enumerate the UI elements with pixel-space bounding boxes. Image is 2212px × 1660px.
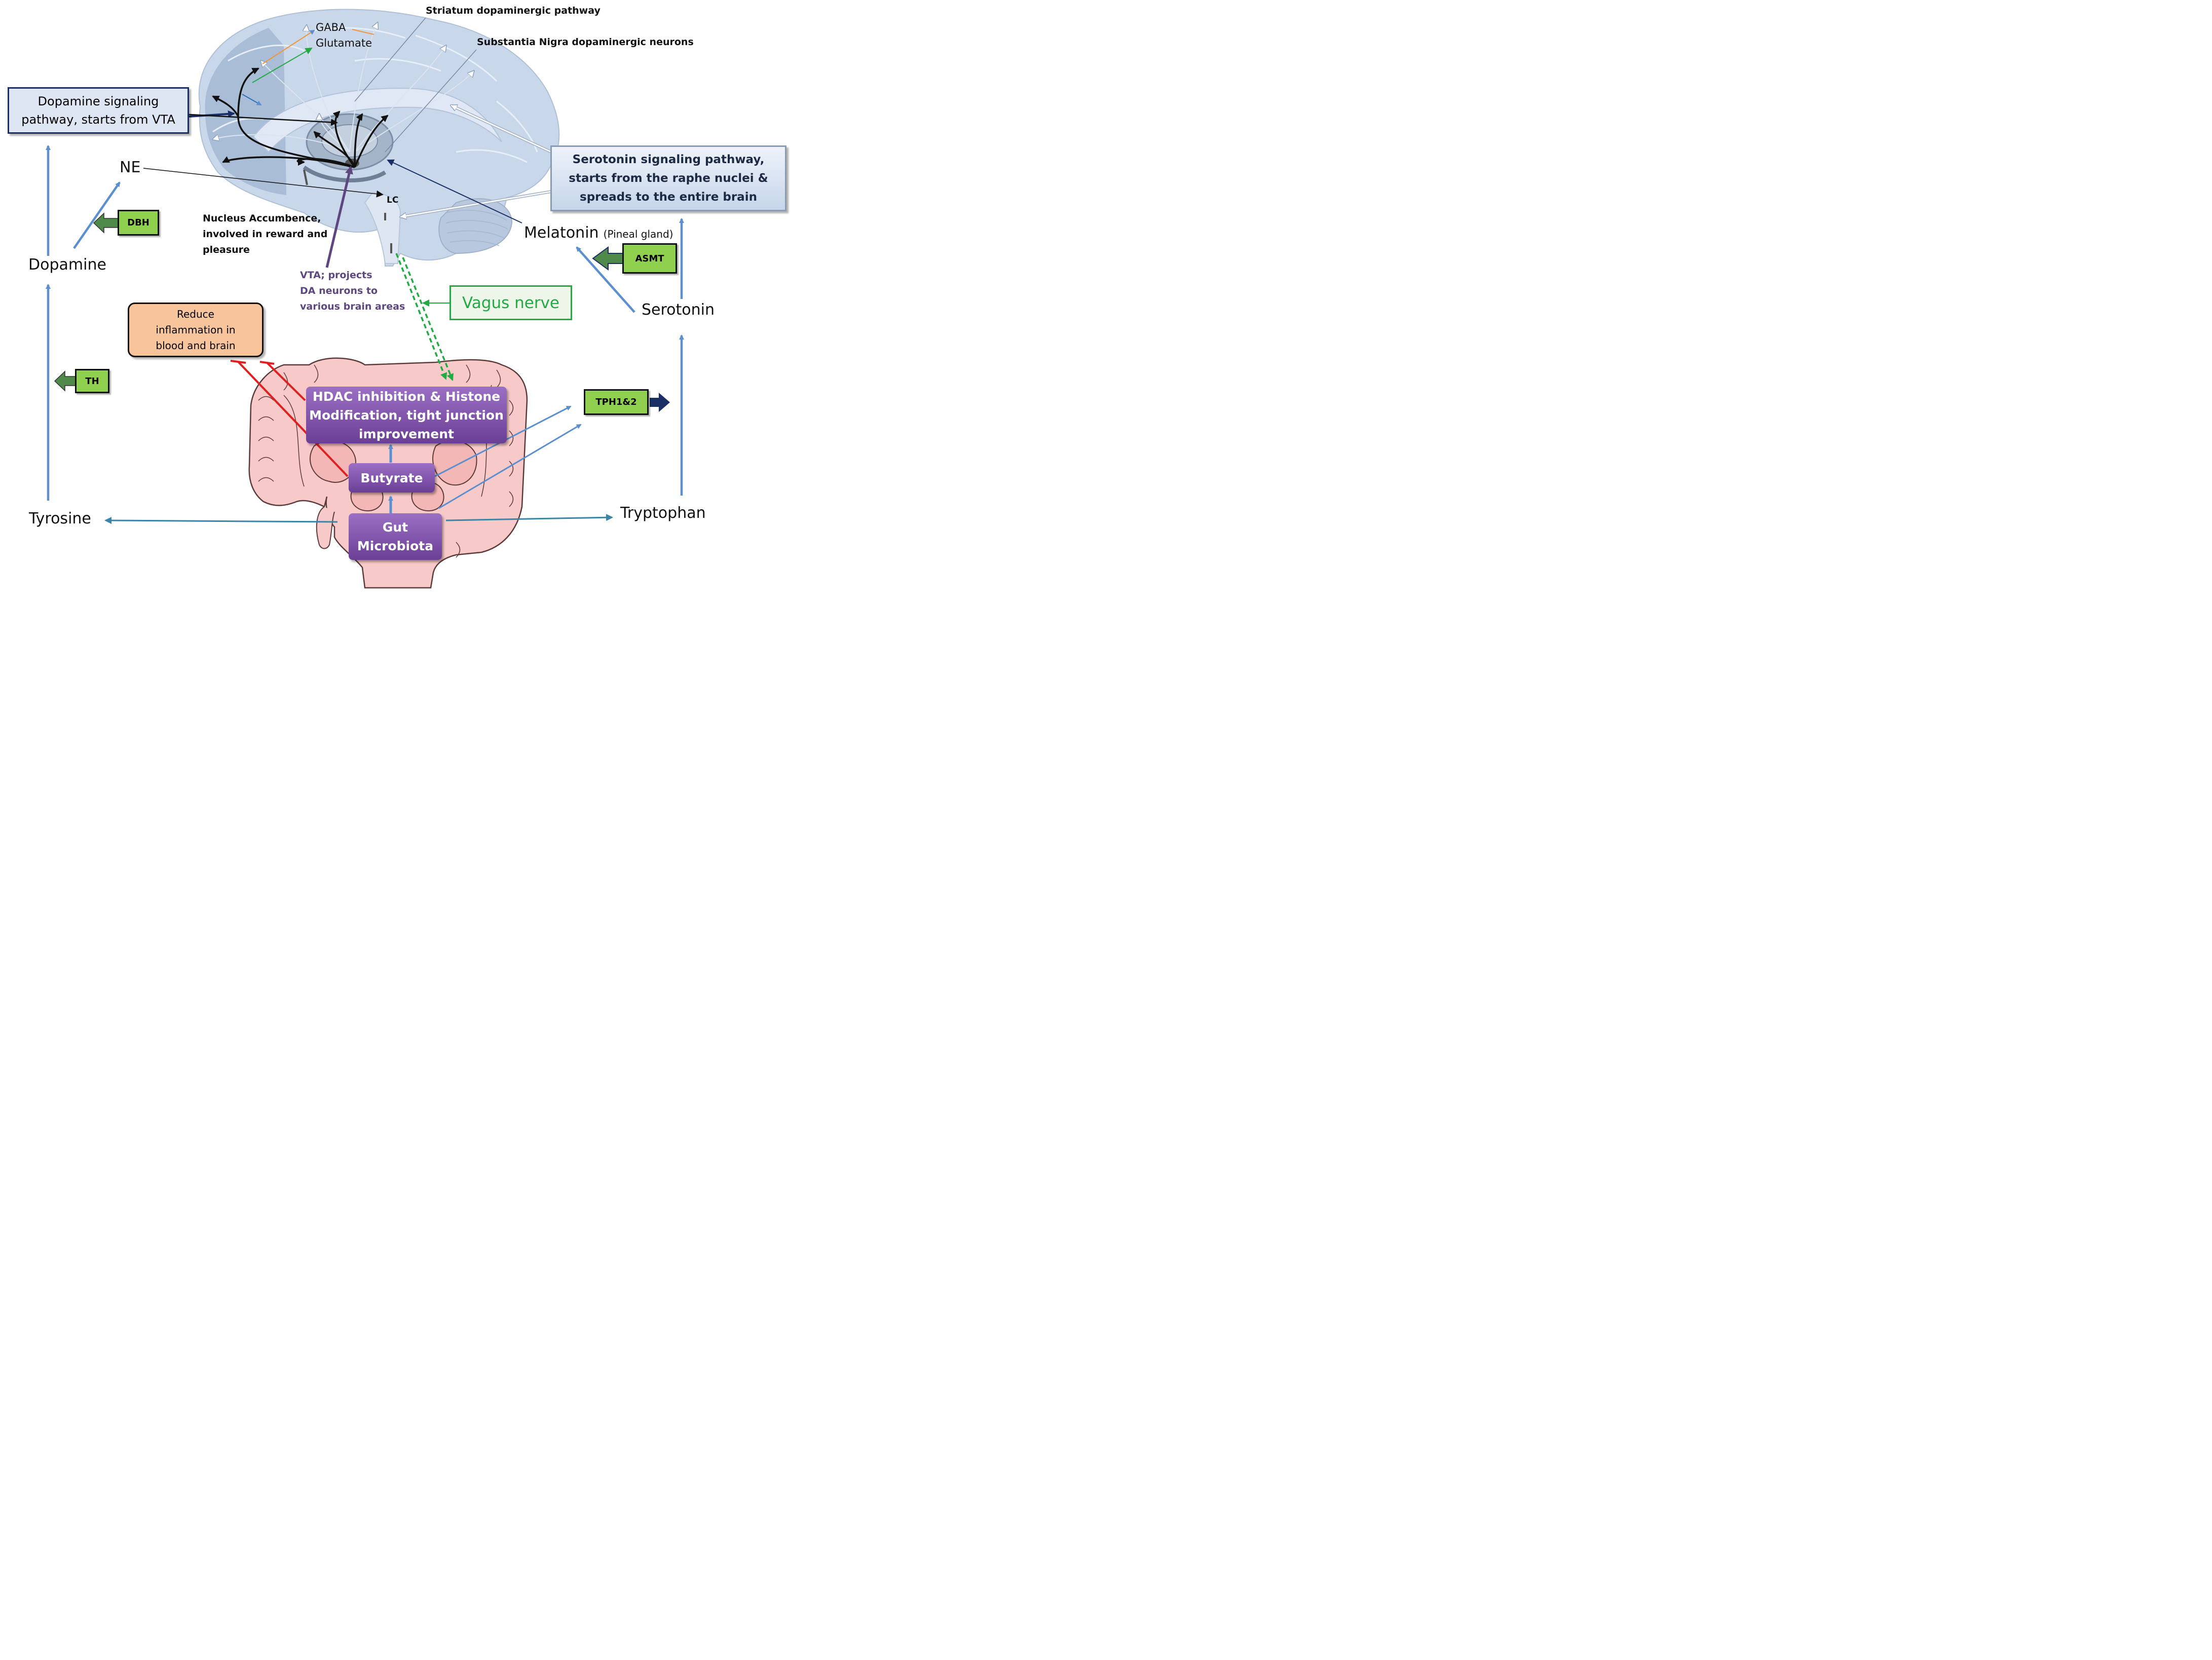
substantia-nigra-label: Substantia Nigra dopaminergic neurons	[477, 36, 694, 48]
tph-enzyme-box: TPH1&2	[584, 389, 649, 415]
vta-pointer-arrow	[325, 166, 353, 268]
butyrate-box: Butyrate	[349, 463, 435, 493]
gaba-label: GABA	[316, 21, 346, 33]
inhibition-lines	[230, 360, 349, 477]
gaba-glutamate-arrows	[242, 29, 374, 105]
right-pathway-arrows	[576, 218, 684, 496]
tryptophan-label: Tryptophan	[620, 504, 706, 522]
reduce-inflammation-box: Reduce inflammation in blood and brain	[128, 303, 264, 357]
striatum-label: Striatum dopaminergic pathway	[426, 5, 601, 16]
serotonin-box-arrows	[400, 104, 552, 217]
dopamine-box-arrow-2	[189, 114, 338, 126]
serotonin-pathway-box: Serotonin signaling pathway, starts from…	[550, 145, 786, 211]
microbiota-to-tryptophan-arrow	[445, 514, 613, 521]
hdac-box: HDAC inhibition & Histone Modification, …	[306, 387, 507, 443]
microbiota-to-tyrosine-arrow	[104, 517, 338, 524]
th-enzyme-box: TH	[75, 369, 109, 393]
gut-microbiota-box: Gut Microbiota	[349, 513, 442, 560]
vta-label: VTA; projects DA neurons to various brai…	[300, 270, 405, 312]
striatum-leader-line	[354, 17, 426, 102]
substantia-nigra-leader-line	[385, 49, 477, 153]
dopamine-projections	[212, 67, 389, 168]
dopamine-pathway-box: Dopamine signaling pathway, starts from …	[8, 87, 189, 134]
vagus-nerve-box: Vagus nerve	[449, 285, 572, 320]
melatonin-to-brain-arrow	[387, 159, 522, 223]
lc-label: LC	[387, 195, 399, 205]
enzyme-block-arrows	[54, 212, 670, 412]
left-pathway-arrows	[46, 145, 121, 501]
dopamine-box-arrow-1	[189, 110, 235, 118]
nucleus-accumbens-label: Nucleus Accumbence, involved in reward a…	[203, 213, 328, 255]
ne-to-lc-arrow	[143, 168, 384, 198]
dopamine-label: Dopamine	[28, 256, 106, 274]
ne-label: NE	[120, 159, 141, 176]
vagus-nerve-lines	[395, 253, 454, 381]
dbh-enzyme-box: DBH	[118, 210, 159, 236]
serotonin-label: Serotonin	[642, 301, 715, 319]
tyrosine-label: Tyrosine	[29, 510, 91, 527]
asmt-enzyme-box: ASMT	[622, 243, 677, 274]
melatonin-label: Melatonin (Pineal gland)	[524, 224, 673, 242]
gut-brain-axis-diagram: GABA Glutamate Striatum dopaminergic pat…	[0, 0, 795, 596]
glutamate-label: Glutamate	[316, 37, 372, 49]
